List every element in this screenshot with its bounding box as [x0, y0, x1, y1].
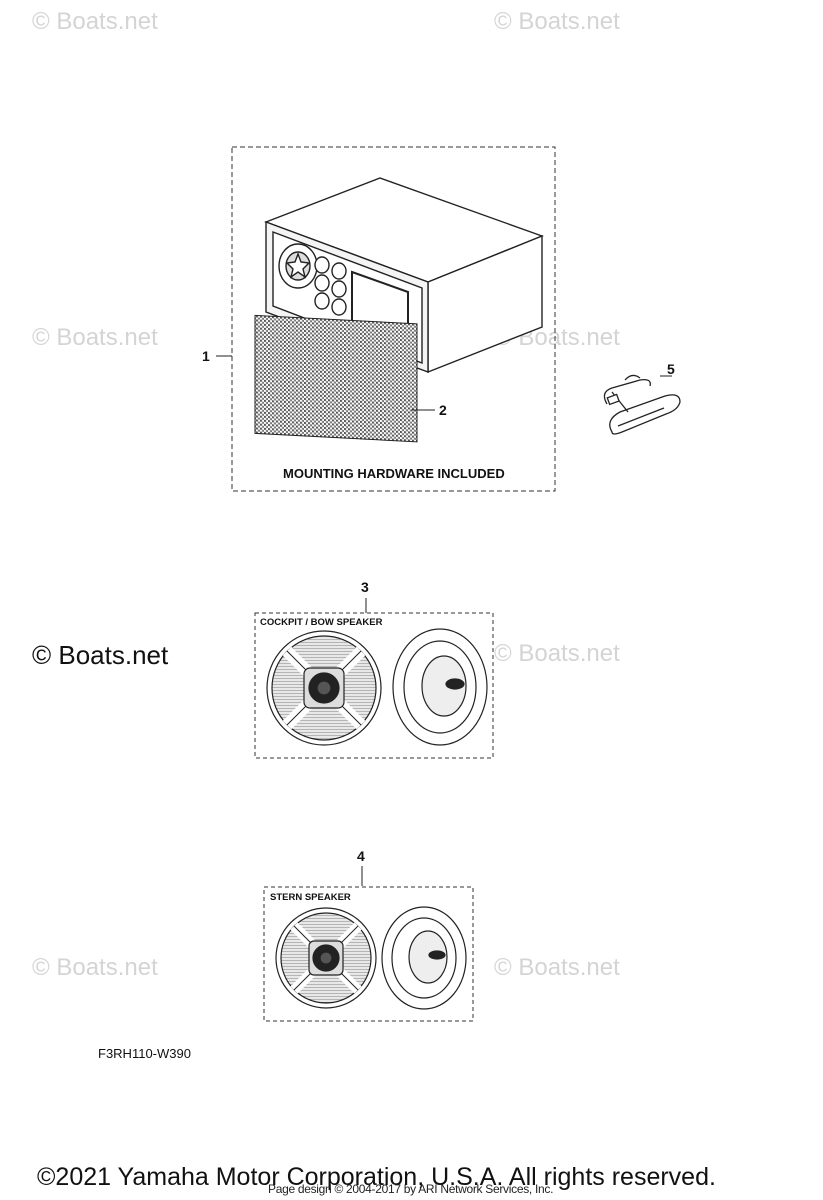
watermark-low-left: © Boats.net	[32, 954, 158, 981]
callout-4: 4	[357, 848, 365, 864]
copyright-notice: ©2021 Yamaha Motor Corporation, U.S.A. A…	[37, 1163, 716, 1191]
watermark-center-left: © Boats.net	[32, 640, 169, 670]
mounting-hardware-label: MOUNTING HARDWARE INCLUDED	[283, 466, 505, 481]
stern-speaker-side	[381, 906, 467, 1010]
cockpit-speaker-front	[266, 630, 382, 746]
mesh-cover	[254, 314, 418, 443]
stern-speaker-box	[263, 886, 474, 1022]
cockpit-bow-speaker-label: COCKPIT / BOW SPEAKER	[260, 617, 383, 628]
diagram-code: F3RH110-W390	[98, 1046, 191, 1061]
cockpit-speaker-box	[254, 612, 494, 759]
watermark-center-right: © Boats.net	[494, 640, 620, 667]
page-design-credit: Page design © 2004-2017 by ARI Network S…	[268, 1182, 554, 1196]
stern-speaker-front	[275, 907, 377, 1009]
callout-3: 3	[361, 579, 369, 595]
watermark-top-right: © Boats.net	[494, 8, 620, 35]
stern-speaker-label: STERN SPEAKER	[270, 892, 351, 903]
stereo-kit-box	[231, 146, 556, 492]
watermark-top-left: © Boats.net	[32, 8, 158, 35]
watermark-mid-left: © Boats.net	[32, 324, 158, 351]
watermark-low-right: © Boats.net	[494, 954, 620, 981]
callout-1: 1	[202, 348, 210, 364]
callout-5: 5	[667, 361, 675, 377]
wiring-harness	[603, 374, 681, 435]
cockpit-speaker-side	[392, 628, 488, 746]
callout-2: 2	[439, 402, 447, 418]
